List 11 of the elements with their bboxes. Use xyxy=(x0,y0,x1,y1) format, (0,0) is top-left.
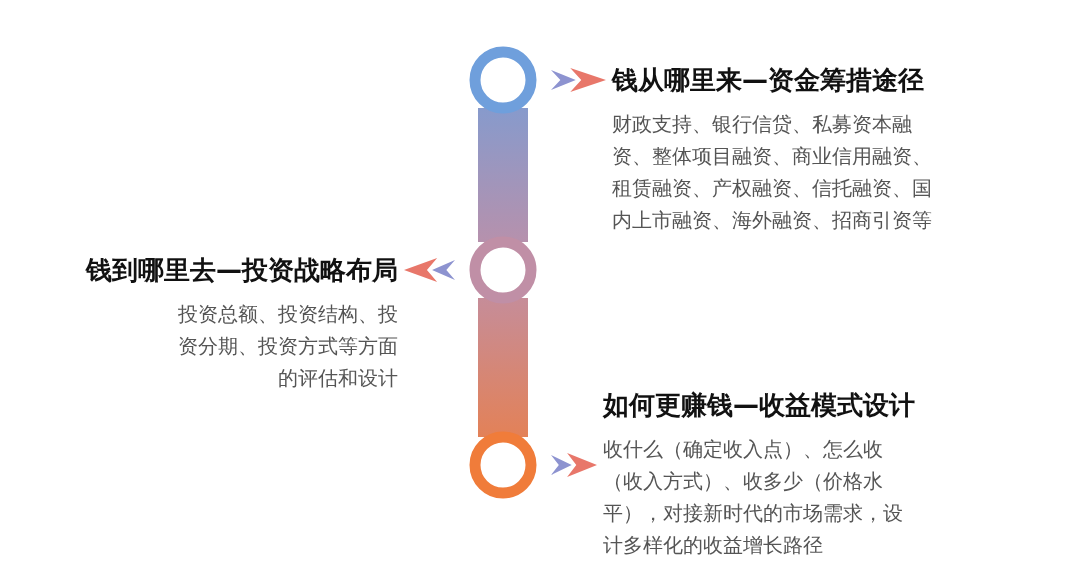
chevron-arrow xyxy=(551,453,597,477)
heading: 钱从哪里来—资金筹措途径 xyxy=(612,64,925,97)
chevron-arrow xyxy=(404,258,455,282)
timeline-bar xyxy=(478,298,528,437)
description-text: 投资总额、投资结构、投资分期、投资方式等方面的评估和设计 xyxy=(177,301,398,392)
description-text: 收什么（确定收入点）、怎么收（收入方式）、收多少（价格水平），对接新时代的市场需求，设计多样化的收益增长路径 xyxy=(603,436,903,559)
heading: 钱到哪里去—投资战略布局 xyxy=(84,254,398,287)
heading: 如何更赚钱—收益模式设计 xyxy=(603,389,916,422)
description-text: 财政支持、银行信贷、私募资本融资、整体项目融资、商业信用融资、租赁融资、产权融资、信托融资、国内上市融资、海外融资、招商引资等 xyxy=(612,111,933,234)
timeline-bar xyxy=(478,108,528,242)
chevron-arrow xyxy=(551,68,606,92)
